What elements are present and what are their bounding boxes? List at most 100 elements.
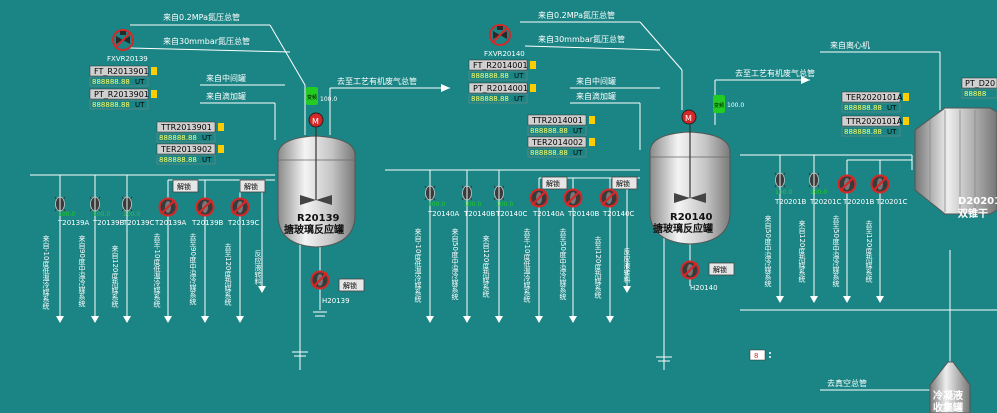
svg-text:T20139A: T20139A: [57, 219, 90, 227]
svg-text:收集罐: 收集罐: [933, 401, 963, 413]
temp-ttr2014001[interactable]: TTR2014001 888888.88 UT: [527, 114, 595, 136]
return-valve-t20201c[interactable]: T20201C: [870, 174, 908, 207]
agitator-motor-icon[interactable]: M: [681, 109, 697, 125]
temp-ter2014002[interactable]: TER2014002 888888.88 UT: [527, 136, 595, 158]
from-drip-tank-label: 来自滴加罐: [206, 91, 246, 101]
agitator-status-badge[interactable]: 变频: [306, 87, 318, 105]
meter-ft-r2014001[interactable]: FT_R2014001 888888.88 UT: [468, 59, 536, 81]
butterfly-valve-icon: [461, 185, 473, 201]
svg-text:T20139C: T20139C: [122, 219, 155, 227]
svg-text:解锁: 解锁: [546, 179, 560, 188]
svg-text:UT: UT: [573, 149, 583, 157]
alarm-icon: [589, 138, 595, 146]
svg-text:100.0: 100.0: [123, 211, 140, 218]
svg-text:UT: UT: [887, 104, 897, 112]
bottom-valve-h20140[interactable]: H20140: [680, 260, 718, 293]
fxvr20140-valve[interactable]: [489, 24, 511, 46]
jacket-valve-t20140c[interactable]: 100.0 T20140C: [493, 185, 528, 218]
svg-text:T20140A: T20140A: [532, 210, 565, 218]
jacket-valve-t20140b[interactable]: 100.0 T20140B: [461, 185, 496, 218]
unlock-button[interactable]: 解锁: [708, 262, 735, 276]
return-valve-t20201b[interactable]: T20201B: [837, 174, 875, 207]
svg-text:T20201C: T20201C: [875, 198, 908, 206]
meter-tag: PT_R2013901: [94, 90, 149, 99]
alarm-icon: [151, 67, 157, 75]
return-valve-t20139c[interactable]: T20139C: [227, 197, 260, 228]
to-waste-gas-label: 去至工艺有机废气总管: [337, 76, 417, 86]
svg-text:T20139C: T20139C: [227, 219, 260, 227]
return-valve-t20140c[interactable]: T20140C: [599, 188, 635, 219]
svg-text:888888.88: 888888.88: [471, 72, 509, 80]
svg-text:100.0: 100.0: [58, 211, 75, 218]
line-label: 去至120度热媒系统: [224, 242, 232, 306]
agitator-status-badge[interactable]: 变频: [713, 95, 725, 113]
temp-ttr2013901[interactable]: TTR2013901 888888.88 UT: [156, 121, 224, 143]
svg-text:解锁: 解锁: [713, 265, 727, 274]
unlock-button[interactable]: 解锁: [239, 179, 266, 193]
jacket-valve-t20139b[interactable]: 100.0 T20139B: [89, 196, 125, 227]
svg-text:M: M: [312, 117, 319, 126]
jacket-valve-t20201b[interactable]: 100.0 T20201B: [774, 172, 807, 206]
line-label: 反应液转料: [254, 249, 262, 286]
meter-value: 888888.88: [92, 101, 130, 109]
agitator-motor-icon[interactable]: M: [308, 112, 324, 128]
unlock-button[interactable]: 解锁: [541, 176, 568, 190]
return-valve-t20140b[interactable]: T20140B: [563, 188, 600, 219]
svg-text:冷凝液: 冷凝液: [933, 389, 963, 402]
closed-valve-icon: [195, 197, 215, 217]
jacket-valve-t20139c[interactable]: 100.0 T20139C: [121, 196, 155, 227]
supply-n2-02mpa-label: 来自0.2MPa氮压总管: [538, 10, 615, 20]
line-label: 来自120度热媒系统: [482, 235, 490, 299]
svg-text:解锁: 解锁: [343, 281, 357, 290]
svg-text:UT: UT: [514, 72, 524, 80]
reactor-id: R20139: [297, 213, 340, 224]
meter-unit: UT: [135, 78, 145, 86]
meter-ft-r2013901[interactable]: FT_R2013901 888888.88 UT: [89, 65, 157, 87]
jacket-valve-t20201c[interactable]: 100.0 T20201C: [808, 172, 842, 206]
meter-pt-r2013901[interactable]: PT_R2013901 888888.88 UT: [89, 88, 157, 110]
svg-text:变频: 变频: [714, 102, 724, 109]
return-valve-t20140a[interactable]: T20140A: [529, 188, 565, 219]
line-label: 去至-10度低温冷媒系统: [153, 232, 161, 308]
temp-ttr2020101a[interactable]: TTR2020101A 888888.88 UT: [841, 115, 909, 137]
dryer-name: 双锥干: [958, 207, 988, 220]
dryer-id: D20201: [958, 196, 997, 207]
reactor-name: 搪玻璃反应罐: [653, 222, 713, 235]
flow-control-valve-icon: [112, 29, 134, 51]
temp-ter2020101a[interactable]: TER2020101A 888888.88 UT: [841, 91, 909, 113]
svg-text:T20140C: T20140C: [495, 210, 528, 218]
closed-valve-icon: [563, 188, 583, 208]
svg-text:TER2013902: TER2013902: [160, 145, 212, 154]
closed-valve-icon: [230, 197, 250, 217]
jacket-valve-t20139a[interactable]: 100.0 T20139A: [54, 196, 90, 227]
svg-text:888888.88: 888888.88: [471, 95, 509, 103]
svg-text:UT: UT: [514, 95, 524, 103]
display-widget[interactable]: 8: [749, 349, 771, 361]
closed-valve-icon: [310, 270, 330, 290]
return-valve-t20139b[interactable]: T20139B: [191, 197, 224, 228]
line-label: 反应液转料: [623, 247, 631, 284]
line-label: 来自50度中温冷媒系统: [764, 215, 772, 288]
bottom-valve-h20139[interactable]: H20139: [310, 270, 350, 306]
reactor-vessel-r20140[interactable]: R20140 搪玻璃反应罐: [649, 124, 731, 245]
jacket-valve-t20140a[interactable]: 100.0 T20140A: [424, 185, 460, 218]
temp-ter2013902[interactable]: TER2013902 888888.88 UT: [156, 143, 224, 165]
fxvr20139-tag: FXVR20139: [107, 55, 148, 63]
unlock-button[interactable]: 解锁: [338, 278, 365, 292]
alarm-icon: [903, 93, 909, 101]
condensate-tank[interactable]: 冷凝液 收集罐: [929, 361, 971, 413]
return-valve-t20139a[interactable]: T20139A: [154, 197, 187, 228]
dryer-vessel-d20201[interactable]: D20201 双锥干: [914, 107, 997, 220]
meter-pt-d20201[interactable]: PT_D20 88888: [961, 77, 997, 99]
svg-text:100.0: 100.0: [810, 189, 827, 196]
svg-text:100.0: 100.0: [428, 201, 445, 208]
unlock-button[interactable]: 解锁: [611, 176, 638, 190]
svg-text:100.0: 100.0: [93, 211, 110, 218]
svg-text:T20201B: T20201B: [842, 198, 875, 206]
fxvr20139-valve[interactable]: [112, 29, 134, 51]
unlock-button[interactable]: 解锁: [172, 179, 199, 193]
svg-text:TTR2020101A: TTR2020101A: [845, 117, 903, 126]
line-label: 去至-10度低温冷媒系统: [523, 227, 531, 303]
meter-pt-r2014001[interactable]: PT_R2014001 888888.88 UT: [468, 82, 536, 104]
reactor-vessel-r20139[interactable]: R20139 搪玻璃反应罐: [277, 127, 356, 248]
